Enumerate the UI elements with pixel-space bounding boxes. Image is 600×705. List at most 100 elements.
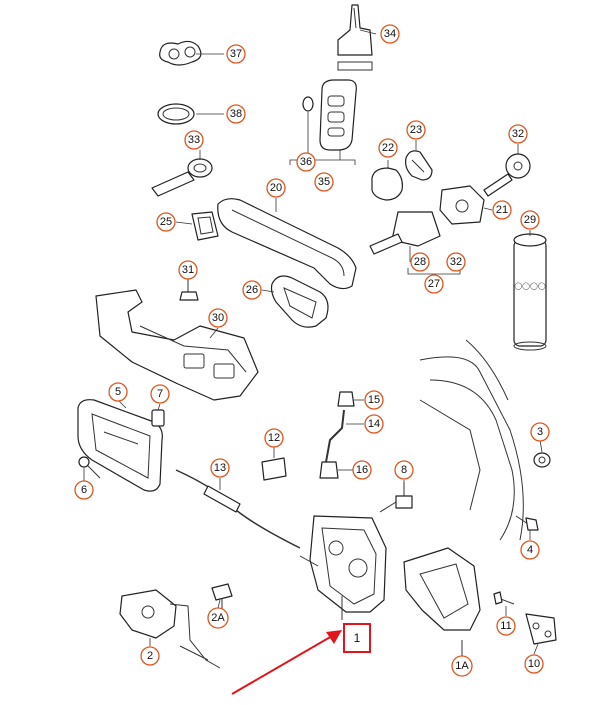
svg-text:34: 34 <box>384 28 396 40</box>
car-body-outline <box>419 339 524 541</box>
part-30-drawing <box>95 289 259 401</box>
callout-12: 12 <box>264 428 284 448</box>
part-26-drawing <box>270 275 329 328</box>
part-35-36-drawing <box>289 79 357 165</box>
svg-text:22: 22 <box>382 142 394 154</box>
part-12-drawing <box>261 457 287 481</box>
part-7-drawing <box>151 409 165 427</box>
callout-16: 16 <box>352 460 372 480</box>
callout-32-bottom: 32 <box>446 252 466 272</box>
part-27-28-drawing <box>369 211 461 275</box>
callout-23: 23 <box>406 120 426 140</box>
svg-text:16: 16 <box>356 464 368 476</box>
part-32-drawing <box>483 153 531 197</box>
svg-text:11: 11 <box>500 620 511 632</box>
svg-text:◯◯◯◯: ◯◯◯◯ <box>514 282 546 290</box>
svg-text:38: 38 <box>230 108 242 120</box>
svg-text:25: 25 <box>160 216 172 228</box>
part-2-drawing <box>119 589 221 669</box>
part-25-drawing <box>191 211 219 241</box>
part-1-drawing <box>299 515 387 620</box>
svg-text:37: 37 <box>230 48 242 60</box>
svg-text:32: 32 <box>450 256 462 268</box>
callout-34: 34 <box>380 24 400 44</box>
part-33-drawing <box>151 158 213 197</box>
callout-25: 25 <box>156 212 176 232</box>
callout-13: 13 <box>210 458 230 478</box>
red-arrow-indicator <box>231 630 342 695</box>
callout-6: 6 <box>74 480 94 500</box>
part-34-drawing <box>337 4 373 71</box>
svg-text:23: 23 <box>410 124 422 136</box>
callout-33: 33 <box>184 130 204 150</box>
callout-37: 37 <box>226 44 246 64</box>
callout-36: 36 <box>296 152 316 172</box>
part-16-drawing <box>319 461 339 479</box>
part-21-drawing <box>439 185 485 225</box>
part-1A-drawing <box>403 547 481 656</box>
svg-text:13: 13 <box>214 462 226 474</box>
callout-31: 31 <box>178 260 198 280</box>
part-15-drawing <box>337 391 355 407</box>
part-6-drawing <box>78 456 101 479</box>
svg-text:1: 1 <box>354 631 361 645</box>
svg-text:30: 30 <box>212 312 224 324</box>
part-31-drawing <box>179 276 199 301</box>
svg-text:7: 7 <box>157 388 163 400</box>
callout-3: 3 <box>530 422 550 442</box>
svg-text:1A: 1A <box>455 660 469 672</box>
svg-text:10: 10 <box>528 658 540 670</box>
svg-text:15: 15 <box>368 394 380 406</box>
part-13-drawing <box>175 469 301 549</box>
callout-30: 30 <box>208 308 228 328</box>
part-8-drawing <box>379 482 413 513</box>
svg-text:32: 32 <box>512 128 524 140</box>
callout-11: 11 <box>496 616 516 636</box>
part-11-drawing <box>493 591 515 605</box>
callout-35: 35 <box>314 172 334 192</box>
svg-text:2A: 2A <box>211 612 225 624</box>
svg-text:8: 8 <box>401 464 407 476</box>
part-10-drawing <box>525 613 557 645</box>
callout-32-top: 32 <box>508 124 528 144</box>
callout-22: 22 <box>378 138 398 158</box>
svg-text:33: 33 <box>188 134 200 146</box>
svg-text:36: 36 <box>300 156 312 168</box>
svg-text:28: 28 <box>414 256 426 268</box>
svg-text:35: 35 <box>318 176 330 188</box>
svg-text:26: 26 <box>246 284 258 296</box>
part-29-drawing: ◯◯◯◯ <box>513 233 547 351</box>
callout-38: 38 <box>226 104 246 124</box>
part-23-drawing <box>405 150 433 181</box>
svg-text:3: 3 <box>537 426 543 438</box>
part-38-drawing <box>157 103 195 125</box>
part-14-drawing <box>325 409 345 463</box>
callout-2: 2 <box>140 646 160 666</box>
callout-5: 5 <box>108 382 128 402</box>
callout-4: 4 <box>520 540 540 560</box>
svg-text:6: 6 <box>81 484 87 496</box>
callout-2A: 2A <box>207 607 229 629</box>
callout-27: 27 <box>424 274 444 294</box>
callout-7: 7 <box>150 384 170 404</box>
callout-8: 8 <box>394 460 414 480</box>
svg-text:12: 12 <box>268 432 280 444</box>
part-3-drawing <box>533 452 551 468</box>
svg-text:2: 2 <box>147 650 153 662</box>
highlight-box-part-1: 1 <box>343 623 371 653</box>
part-20-drawing <box>217 198 357 290</box>
callout-1A: 1A <box>451 655 473 677</box>
svg-text:5: 5 <box>115 386 121 398</box>
svg-text:14: 14 <box>368 418 380 430</box>
part-5-drawing <box>77 399 163 492</box>
svg-text:31: 31 <box>182 264 194 276</box>
callout-21: 21 <box>492 200 512 220</box>
callout-29: 29 <box>520 210 540 230</box>
callout-28: 28 <box>410 252 430 272</box>
part-22-drawing <box>371 167 403 201</box>
part-37-drawing <box>159 40 202 66</box>
callout-26: 26 <box>242 280 262 300</box>
callout-10: 10 <box>524 654 544 674</box>
svg-text:21: 21 <box>496 204 508 216</box>
